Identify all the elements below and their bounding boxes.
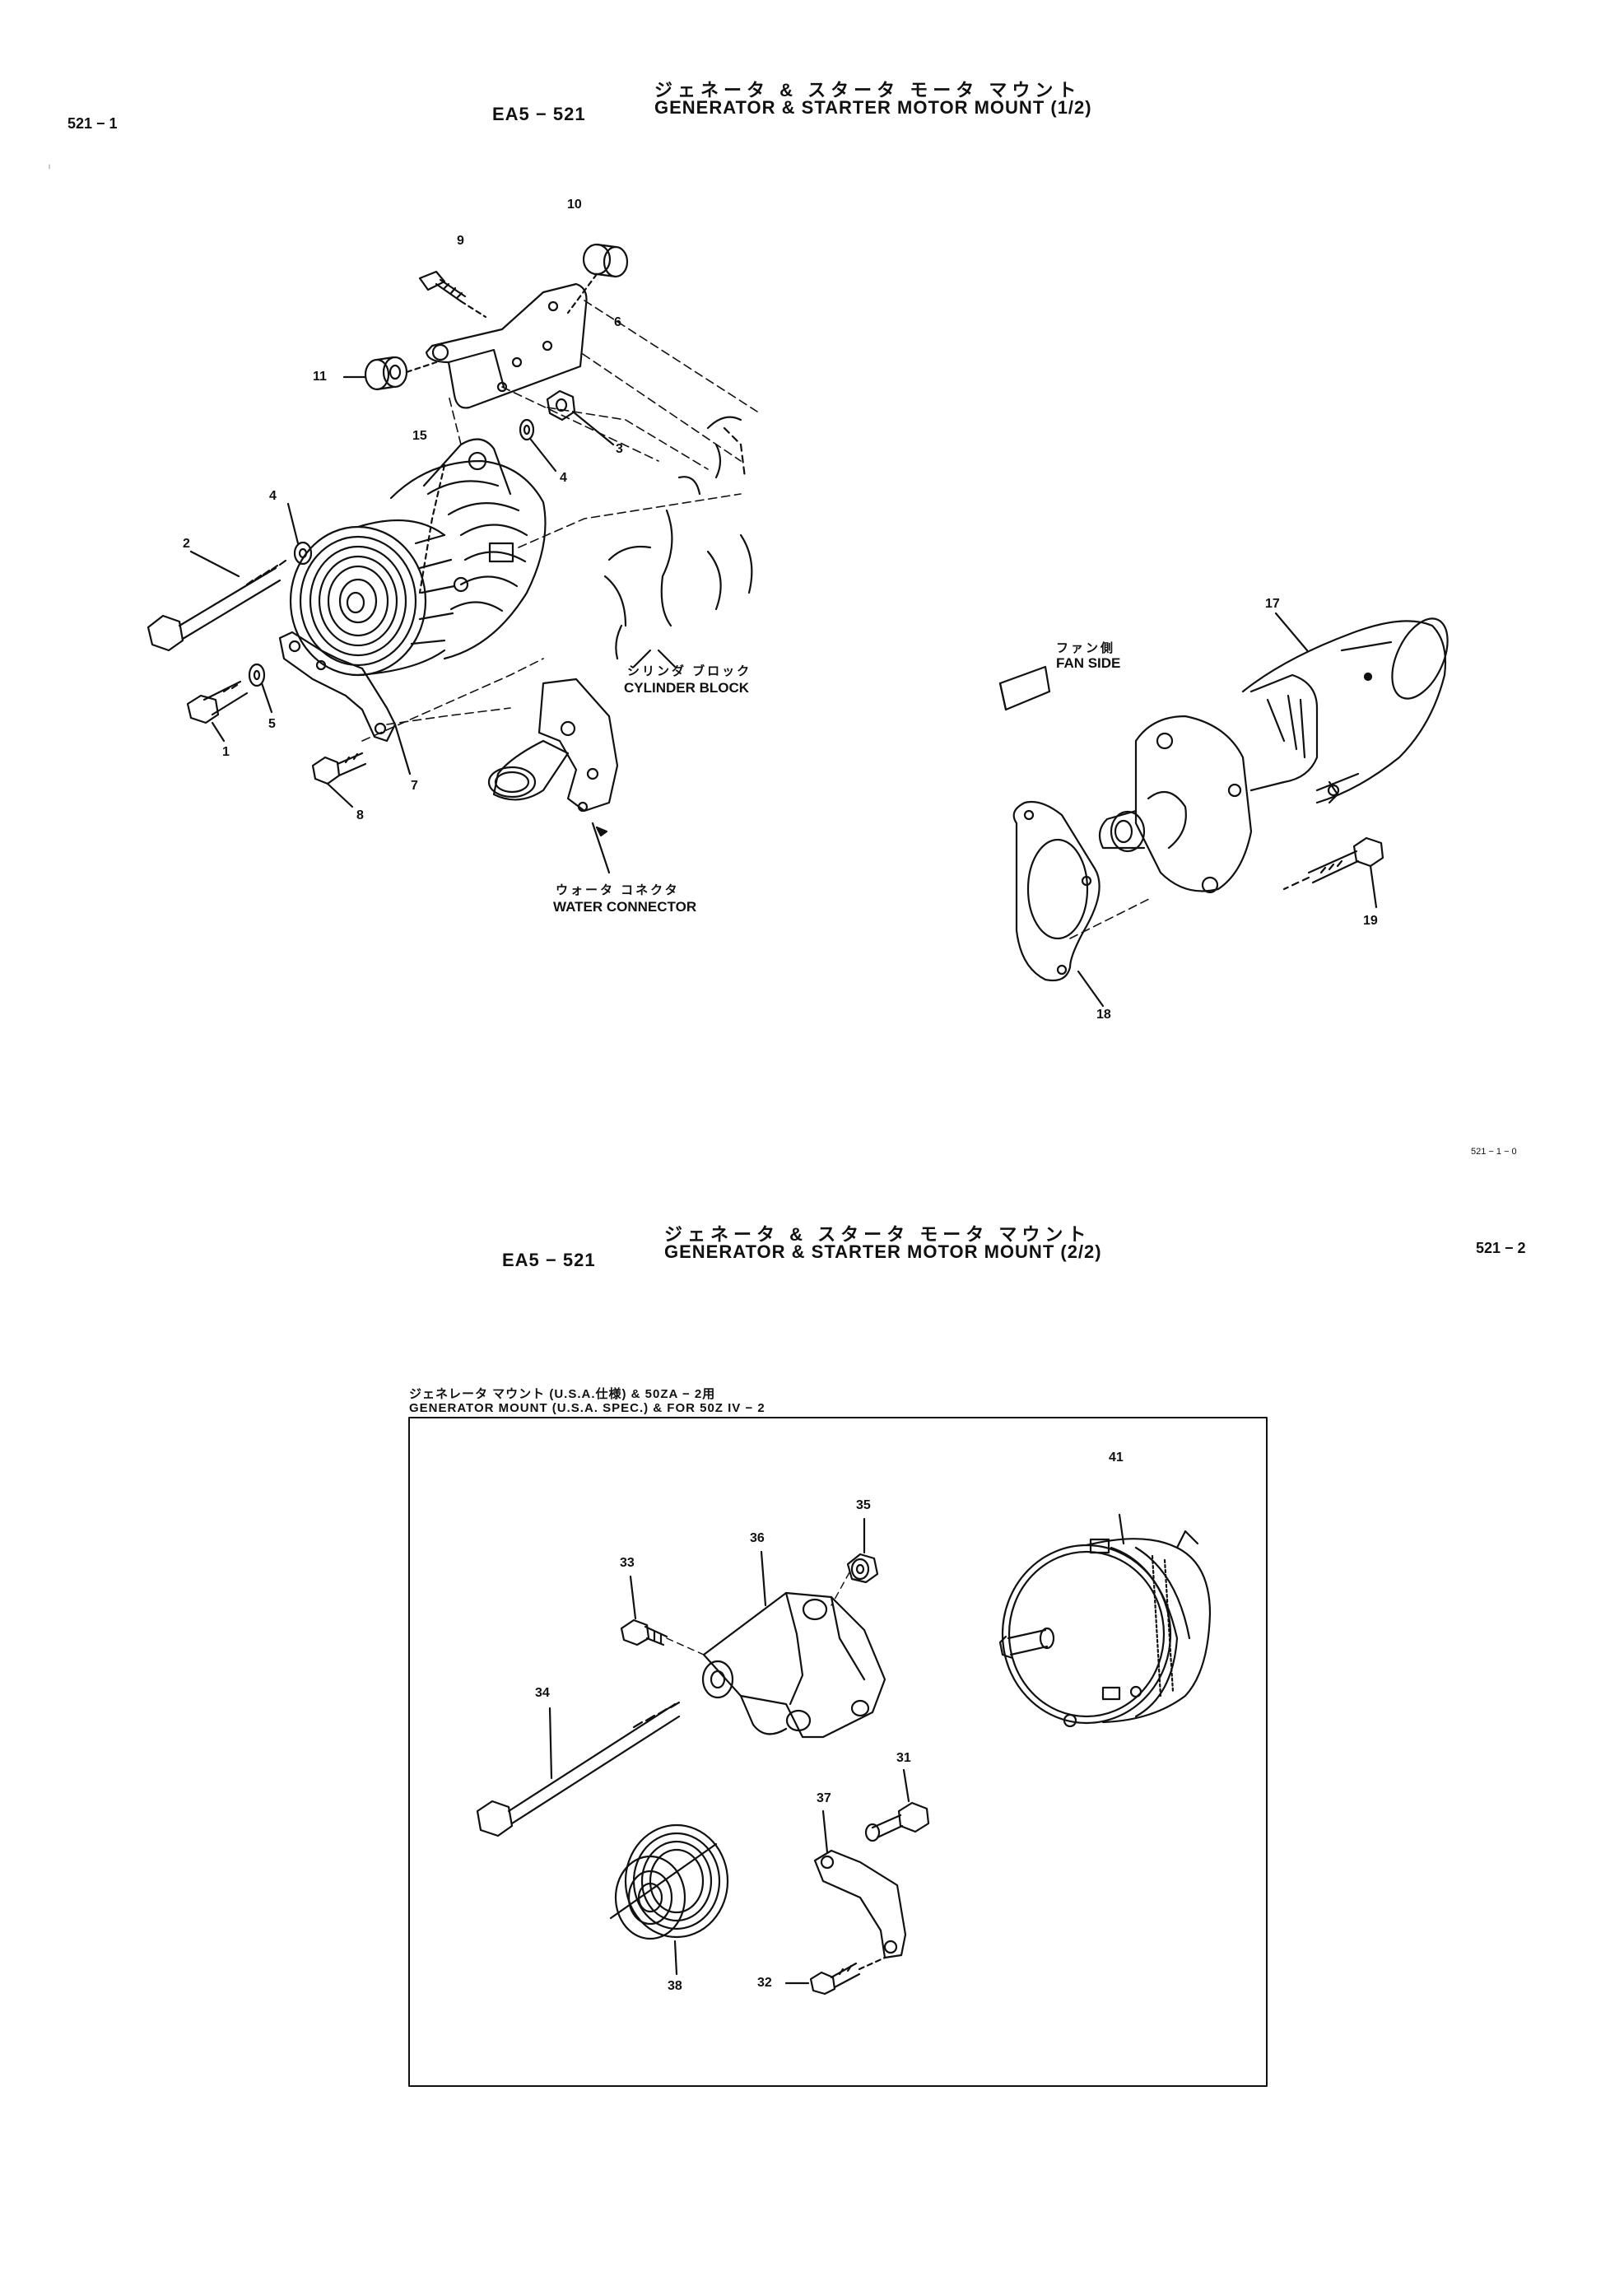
callout-36: 36 bbox=[750, 1531, 765, 1545]
callout-7: 7 bbox=[411, 779, 418, 793]
callout-38: 38 bbox=[668, 1979, 682, 1993]
assembly-reference-lines-2 bbox=[667, 1572, 849, 1655]
callout-11: 11 bbox=[313, 370, 327, 384]
lower-bracket bbox=[280, 632, 410, 774]
callout-32: 32 bbox=[757, 1976, 772, 1990]
title-en-1: GENERATOR & STARTER MOTOR MOUNT (1/2) bbox=[654, 97, 1092, 118]
bolt-1 bbox=[188, 664, 272, 741]
callout-10: 10 bbox=[567, 198, 582, 212]
page-number-1: 521 − 1 bbox=[67, 115, 118, 132]
cylinder-block bbox=[605, 417, 752, 667]
bolt-8 bbox=[313, 753, 365, 807]
bolt-33 bbox=[621, 1576, 667, 1645]
title-jp-1: ジェネータ & スタータ モータ マウント bbox=[654, 80, 1082, 100]
callout-17: 17 bbox=[1265, 597, 1280, 611]
bolt-9 bbox=[420, 272, 486, 317]
callout-34: 34 bbox=[535, 1686, 550, 1700]
assembly-reference-lines bbox=[362, 300, 757, 741]
callout-19: 19 bbox=[1363, 914, 1378, 928]
callout-35: 35 bbox=[856, 1498, 871, 1512]
bracket-37 bbox=[815, 1811, 905, 1958]
title-jp-2: ジェネータ & スタータ モータ マウント bbox=[664, 1224, 1091, 1245]
callout-31: 31 bbox=[896, 1751, 911, 1765]
callout-5: 5 bbox=[268, 717, 276, 731]
title-en-2: GENERATOR & STARTER MOTOR MOUNT (2/2) bbox=[664, 1241, 1102, 1262]
page-number-2: 521 − 2 bbox=[1476, 1240, 1526, 1256]
callout-37: 37 bbox=[817, 1791, 831, 1805]
generator-assembly bbox=[291, 440, 546, 675]
water-connector-label: WATER CONNECTOR bbox=[553, 899, 697, 915]
bolt-32 bbox=[786, 1958, 885, 1994]
box-title-jp: ジェネレータ マウント (U.S.A.仕様) & 50ZA − 2用 bbox=[409, 1387, 716, 1401]
callout-8: 8 bbox=[356, 808, 364, 822]
washer-4 bbox=[288, 504, 311, 564]
spacer-11 bbox=[344, 357, 436, 389]
spacer-10 bbox=[568, 244, 627, 313]
fan-side-label-jp: ファン側 bbox=[1056, 641, 1116, 655]
water-connector-label-jp: ウォータ コネクタ bbox=[556, 883, 680, 897]
callout-2: 2 bbox=[183, 537, 190, 551]
bolt-31 bbox=[866, 1770, 928, 1841]
water-connector bbox=[489, 679, 617, 873]
bolt-19 bbox=[1284, 838, 1383, 907]
figure-id: 521 − 1 − 0 bbox=[1471, 1147, 1517, 1157]
callout-15: 15 bbox=[412, 429, 427, 443]
pulley-38 bbox=[611, 1825, 728, 1974]
box-title-en: GENERATOR MOUNT (U.S.A. SPEC.) & FOR 50Z… bbox=[409, 1401, 765, 1415]
long-bolt-34 bbox=[477, 1702, 679, 1836]
callout-41: 41 bbox=[1109, 1451, 1124, 1465]
fan-side-label: FAN SIDE bbox=[1056, 655, 1121, 671]
callout-4b: 4 bbox=[560, 471, 567, 485]
callout-9: 9 bbox=[457, 234, 464, 248]
callout-18: 18 bbox=[1096, 1008, 1111, 1022]
gasket-18 bbox=[1014, 802, 1152, 1006]
generator-41 bbox=[1000, 1515, 1210, 1726]
cylinder-block-label: CYLINDER BLOCK bbox=[624, 680, 750, 696]
section-code-1: EA5 − 521 bbox=[492, 104, 586, 124]
callout-1: 1 bbox=[222, 745, 230, 759]
callout-4a: 4 bbox=[269, 489, 277, 503]
callout-3: 3 bbox=[616, 442, 623, 456]
bracket-36 bbox=[703, 1552, 885, 1737]
upper-bracket bbox=[426, 284, 587, 408]
variant-box bbox=[409, 1418, 1267, 2086]
callout-33: 33 bbox=[620, 1556, 635, 1570]
nut-35 bbox=[848, 1519, 877, 1582]
cylinder-block-label-jp: シリンダ ブロック bbox=[627, 664, 752, 678]
long-bolt-2 bbox=[148, 552, 286, 650]
fan-side-arrow-icon bbox=[1000, 667, 1049, 710]
starter-motor bbox=[1100, 610, 1459, 892]
section-code-2: EA5 − 521 bbox=[502, 1250, 596, 1270]
nut-3 bbox=[520, 391, 613, 471]
